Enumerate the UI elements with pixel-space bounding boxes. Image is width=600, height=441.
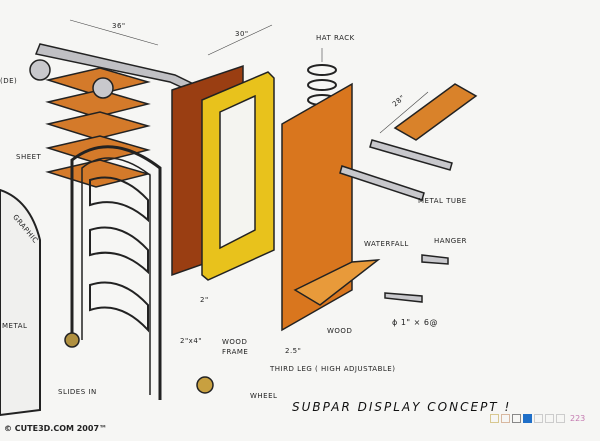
arched-frame <box>70 145 162 400</box>
hanger-label: HANGER <box>434 237 467 245</box>
sheet-label: SHEET <box>16 153 42 161</box>
waterfall-label: WATERFALL <box>364 240 409 248</box>
wood-board <box>393 83 478 141</box>
metal-tube-label: METAL TUBE <box>418 197 467 205</box>
third-leg-label: THIRD LEG ( HIGH ADJUSTABLE) <box>270 365 396 373</box>
wheel <box>196 376 214 394</box>
page-marker: 223 <box>490 414 585 423</box>
dim-30-label: 30" <box>235 30 249 38</box>
metal-tubes <box>339 139 453 303</box>
metal-label: METAL <box>2 322 28 330</box>
dim-25-label: 2.5" <box>285 347 302 355</box>
bolt-spec-label: ϕ 1" × 6@ <box>392 318 438 327</box>
concept-title: SUBPAR DISPLAY CONCEPT ! <box>292 400 512 414</box>
wood-panel <box>281 82 353 332</box>
yellow-wood-frame <box>201 71 275 281</box>
wood-label: WOOD <box>327 327 353 335</box>
side-label: (DE) <box>0 77 18 85</box>
front-wheel <box>64 332 80 348</box>
dim-36-label: 36" <box>112 22 126 30</box>
dim-2-label: 2" <box>200 296 209 304</box>
wheel-label: WHEEL <box>250 392 278 400</box>
wood-frame-label-2: FRAME <box>222 348 249 356</box>
graphic-panel <box>0 188 41 417</box>
slides-in-label: SLIDES IN <box>58 388 97 396</box>
hat-rack-label: HAT RACK <box>316 34 355 42</box>
wood-shelf <box>293 259 381 306</box>
wood-frame-label-1: WOOD <box>222 338 248 346</box>
page-number: 223 <box>570 414 586 423</box>
watermark: © CUTE3D.COM 2007™ <box>4 424 108 433</box>
size-2x4-label: 2"x4" <box>180 337 202 345</box>
dimension-lines <box>69 19 429 134</box>
